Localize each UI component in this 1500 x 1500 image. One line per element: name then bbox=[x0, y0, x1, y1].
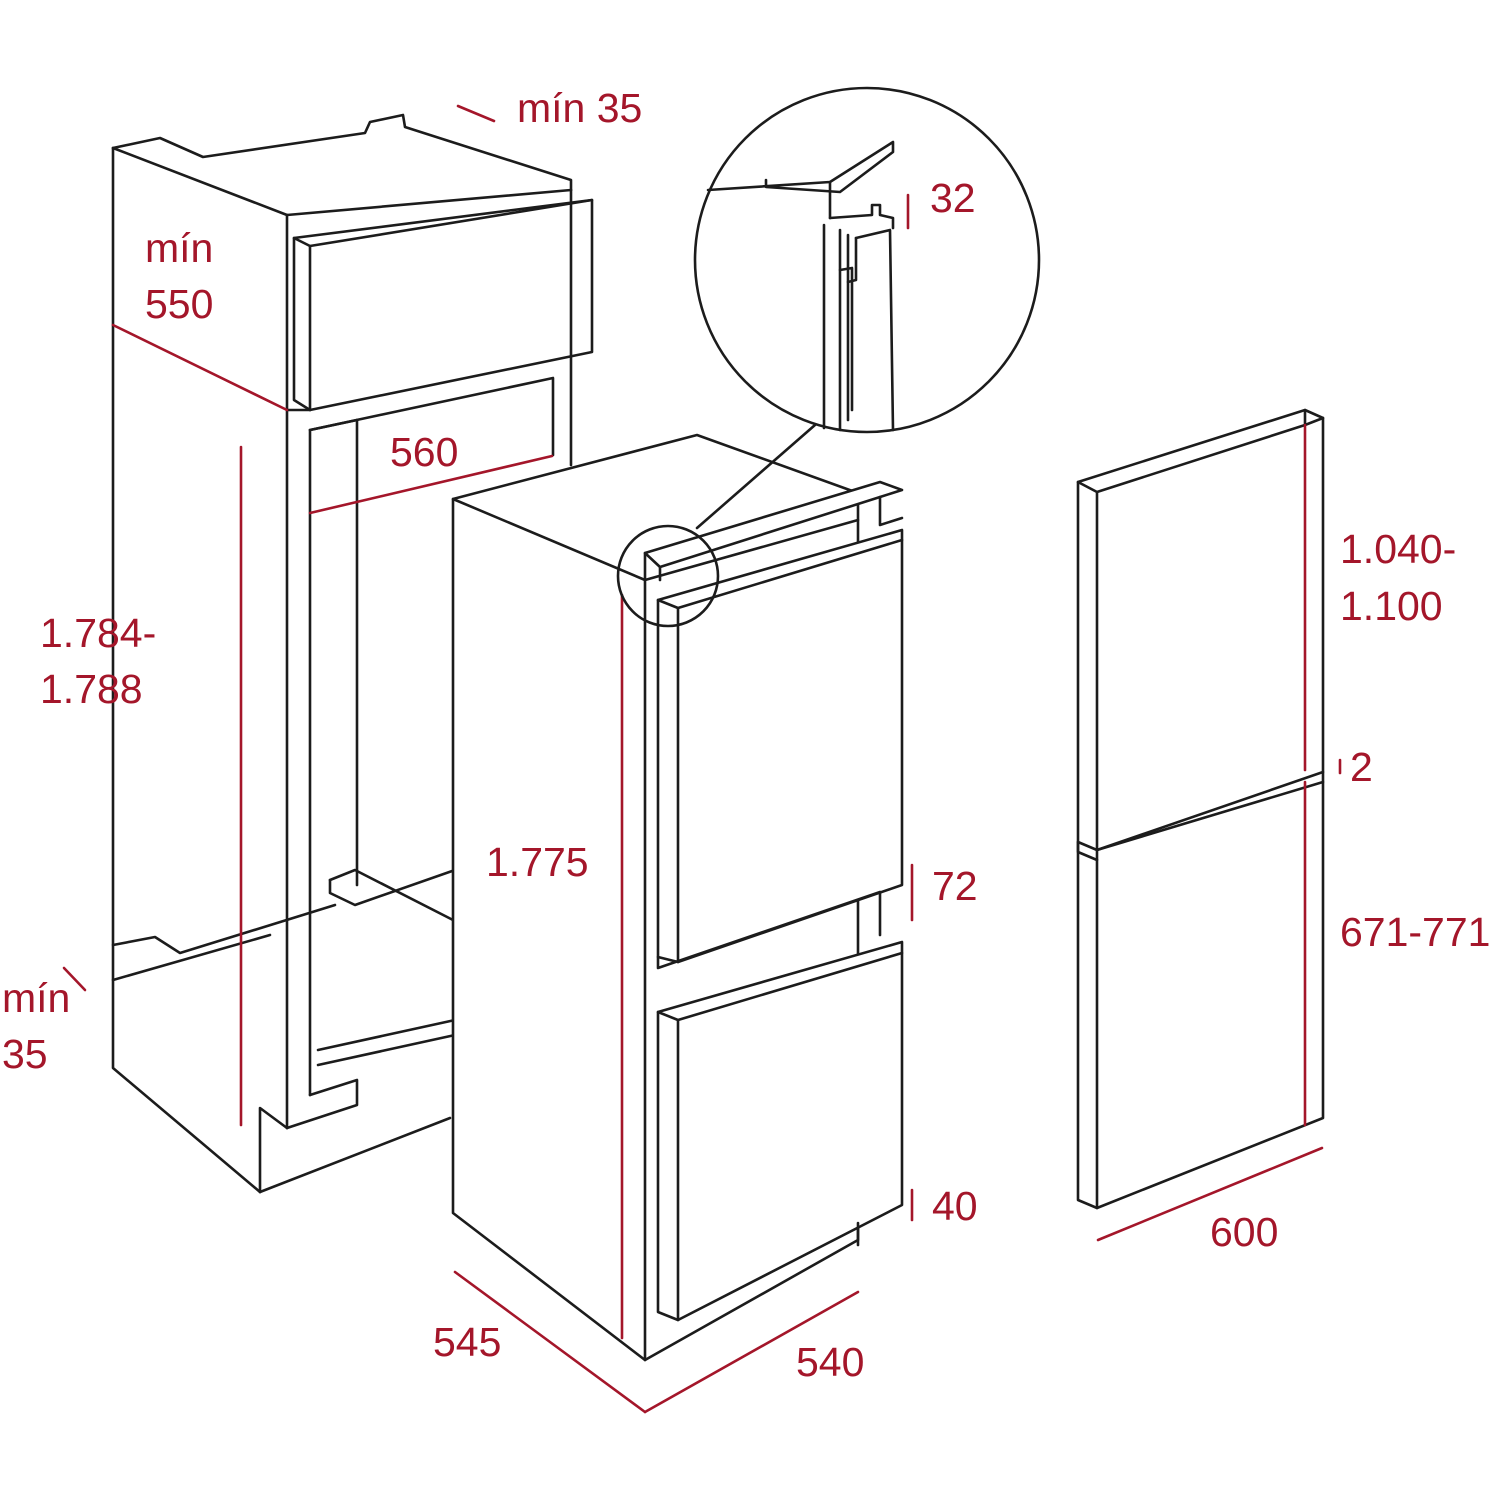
detail-large-circle bbox=[693, 86, 1041, 434]
detail-small-circle bbox=[616, 524, 720, 628]
dim-line-top-gap bbox=[456, 104, 496, 123]
dim-line-width-540 bbox=[643, 1290, 860, 1414]
decor-door-panel bbox=[1076, 408, 1325, 1210]
label-niche-bottom-min: mín bbox=[2, 975, 70, 1021]
label-niche-height-a: 1.784- bbox=[40, 610, 156, 656]
label-fridge-width: 540 bbox=[796, 1339, 864, 1385]
label-niche-width: 560 bbox=[390, 429, 458, 475]
label-niche-height-b: 1.788 bbox=[40, 666, 143, 712]
niche-cabinet bbox=[111, 113, 594, 1194]
label-gap-72: 72 bbox=[932, 863, 978, 909]
label-fridge-depth: 545 bbox=[433, 1319, 501, 1365]
label-door-upper-b: 1.100 bbox=[1340, 583, 1443, 629]
detail-magnifier bbox=[616, 86, 1041, 628]
door-dimensions bbox=[1096, 423, 1342, 1242]
label-fridge-height: 1.775 bbox=[486, 839, 589, 885]
fridge-dimensions bbox=[453, 593, 914, 1414]
dim-line-depth-545 bbox=[453, 1270, 647, 1414]
dim-line-door-width bbox=[1096, 1146, 1324, 1242]
fridge-body bbox=[451, 433, 904, 1362]
label-door-gap: 2 bbox=[1350, 744, 1373, 790]
dim-line-width bbox=[308, 454, 554, 515]
label-detail-top: 32 bbox=[930, 175, 976, 221]
niche-dimensions bbox=[62, 104, 554, 1127]
label-door-width: 600 bbox=[1210, 1209, 1278, 1255]
dim-line-depth bbox=[111, 323, 289, 412]
dimension-labels: mín 35 mín 550 560 1.784- 1.788 mín 35 3… bbox=[2, 85, 1490, 1385]
label-niche-depth-min: mín bbox=[145, 225, 213, 271]
label-niche-bottom-value: 35 bbox=[2, 1031, 48, 1077]
label-gap-40: 40 bbox=[932, 1183, 978, 1229]
dim-line-bottom-gap bbox=[62, 966, 87, 992]
label-door-upper-a: 1.040- bbox=[1340, 526, 1456, 572]
label-niche-top-gap: mín 35 bbox=[517, 85, 642, 131]
label-door-lower: 671-771 bbox=[1340, 909, 1490, 955]
label-niche-depth-value: 550 bbox=[145, 281, 213, 327]
